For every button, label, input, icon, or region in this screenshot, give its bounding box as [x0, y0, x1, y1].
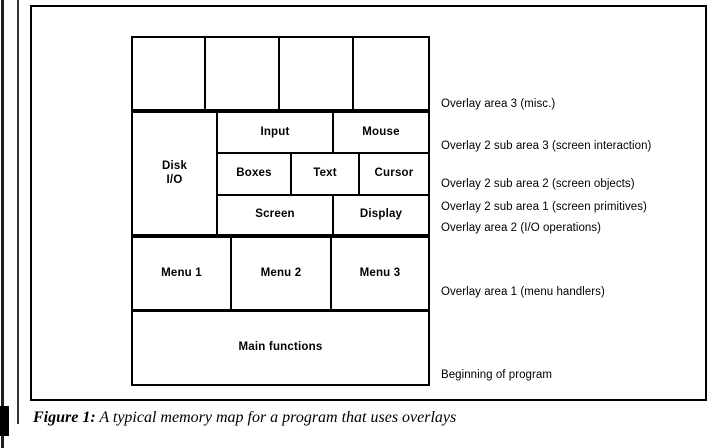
annotation-overlay-2-sub-area-2: Overlay 2 sub area 2 (screen objects) — [441, 178, 635, 190]
annotation-overlay-2-sub-area-1: Overlay 2 sub area 1 (screen primitives) — [441, 201, 647, 213]
annotation-overlay-area-2: Overlay area 2 (I/O operations) — [441, 222, 602, 234]
annotation-overlay-area-3: Overlay area 3 (misc.) — [441, 98, 556, 110]
block-menu-2: Menu 2 — [230, 236, 332, 311]
block-cursor: Cursor — [358, 152, 430, 196]
annotation-overlay-2-sub-area-3: Overlay 2 sub area 3 (screen interaction… — [441, 140, 652, 152]
annotation-beginning-of-program: Beginning of program — [441, 369, 552, 381]
block-screen: Screen — [216, 194, 334, 236]
block-overlay3-slot-1 — [131, 36, 206, 111]
block-display: Display — [332, 194, 430, 236]
block-menu-3: Menu 3 — [330, 236, 430, 311]
figure-caption-body: A typical memory map for a program that … — [99, 409, 457, 426]
scan-artifact-line-left — [1, 0, 4, 448]
figure-caption-label: Figure 1: — [33, 409, 96, 426]
block-disk-io-line-2: I/O — [166, 173, 183, 186]
scan-artifact-line-inner — [17, 0, 19, 424]
figure-frame: Disk I/O Input Mouse Boxes Text Cursor S… — [30, 5, 707, 401]
scan-artifact-blob — [0, 406, 9, 436]
annotation-overlay-area-1: Overlay area 1 (menu handlers) — [441, 286, 605, 298]
memory-map-diagram: Disk I/O Input Mouse Boxes Text Cursor S… — [131, 36, 430, 386]
figure-caption: Figure 1: A typical memory map for a pro… — [33, 409, 693, 427]
block-boxes: Boxes — [216, 152, 292, 196]
block-input: Input — [216, 111, 334, 154]
block-overlay3-slot-2 — [204, 36, 280, 111]
block-main-functions: Main functions — [131, 310, 430, 386]
block-mouse: Mouse — [332, 111, 430, 154]
block-overlay3-slot-3 — [278, 36, 354, 111]
block-text: Text — [290, 152, 360, 196]
block-menu-1: Menu 1 — [131, 236, 232, 311]
block-disk-io: Disk I/O — [131, 111, 218, 236]
block-disk-io-line-1: Disk — [161, 159, 188, 172]
block-overlay3-slot-4 — [352, 36, 430, 111]
